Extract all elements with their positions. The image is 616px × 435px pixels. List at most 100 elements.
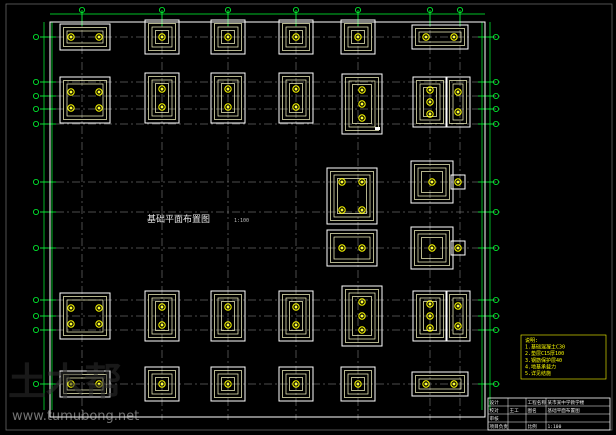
pile-mark [430,180,434,184]
pile-circle [454,322,462,330]
pile-circle [224,303,232,311]
pile-mark [360,180,364,184]
pile-circle [426,86,434,94]
pile-mark [69,306,73,310]
pile-cap-footing [210,19,246,55]
pile-mark [456,110,460,114]
watermark-site: www.tumubong.net [12,409,139,424]
pile-mark [360,102,364,106]
axis-bubble-left [33,296,40,303]
pile-cap-footing [278,290,314,342]
footing-outline [449,294,467,338]
pile-circle [95,304,103,312]
pile-cap-footing [59,292,111,340]
pile-circle [358,312,366,320]
pile-circle [95,320,103,328]
pile-cap-footing [412,76,448,128]
pile-circle [358,100,366,108]
pile-mark [452,35,456,39]
design-notes: 说明:1.基础混凝土C302.垫层C15厚1003.钢筋保护层404.地基承载力… [520,334,607,380]
footing-outline [347,26,369,48]
pile-circle [358,298,366,306]
footing-outline [450,174,466,190]
footing-outline [151,373,173,395]
pile-mark [97,90,101,94]
pile-circle [428,178,436,186]
pile-mark [160,87,164,91]
footing-outline [148,23,176,51]
pile-circle [454,302,462,310]
watermark-logo: 土木帮 [8,360,122,404]
pile-cap-footing [210,72,246,124]
pile-circle [67,320,75,328]
title-block-cell: 1:100 [548,424,562,430]
footing-outline [347,373,369,395]
pile-circle [224,85,232,93]
pile-circle [95,104,103,112]
pile-mark [160,382,164,386]
axis-bubble-left [33,380,40,387]
pile-mark [456,180,460,184]
pile-mark [424,382,428,386]
pile-mark [360,328,364,332]
pile-mark [69,90,73,94]
footing-layer [59,19,471,402]
pile-cap-footing [59,23,111,51]
pile-mark [360,208,364,212]
pile-circle [95,33,103,41]
footing-outline [418,378,462,390]
axis-bubble-left [33,208,40,215]
footing-outline [217,373,239,395]
pile-mark [160,105,164,109]
footing-outline [352,296,372,336]
title-block-cell: 王工 [510,408,520,414]
footing-outline [415,375,465,393]
pile-cap-footing [411,24,469,50]
pile-mark [430,246,434,250]
footing-outline [285,79,307,117]
footing-outline [348,80,376,128]
drawing-title: 基础平面布置图 [147,213,210,225]
title-block-cell: 校对 [490,407,500,414]
pile-cap-footing [278,19,314,55]
pile-mark [226,305,230,309]
footing-outline [63,374,107,394]
pile-circle [422,33,430,41]
pile-mark [360,300,364,304]
footing-outline [221,83,235,113]
pile-mark [456,90,460,94]
footing-outline [59,23,111,51]
footing-outline [214,23,242,51]
pile-circle [358,114,366,122]
pile-circle [450,33,458,41]
pile-cap-footing [144,72,180,124]
pile-circle [358,244,366,252]
footing-outline [351,377,365,391]
footing-outline [155,301,169,331]
pile-cap-footing [144,290,180,342]
pile-mark [360,314,364,318]
title-block-cell: 某市某中学教学楼 [548,399,585,406]
footing-outline [221,377,235,391]
footing-outline [151,297,173,335]
footing-outline [421,171,443,193]
pile-circle [354,33,362,41]
footing-outline [333,236,371,260]
footing-outline [445,76,471,128]
pile-mark [97,106,101,110]
footing-outline [66,299,104,333]
footing-outline [418,31,462,43]
pile-circle [158,33,166,41]
footing-outline [155,83,169,113]
pile-circle [158,380,166,388]
axis-bubble-left [33,121,40,128]
footing-outline [151,26,173,48]
pile-cap-footing [340,366,376,402]
pile-circle [67,33,75,41]
pile-mark [356,382,360,386]
footing-outline [214,370,242,398]
footing-outline [345,289,379,343]
footing-outline [326,167,378,225]
note-line: 2.垫层C15厚100 [525,350,564,357]
